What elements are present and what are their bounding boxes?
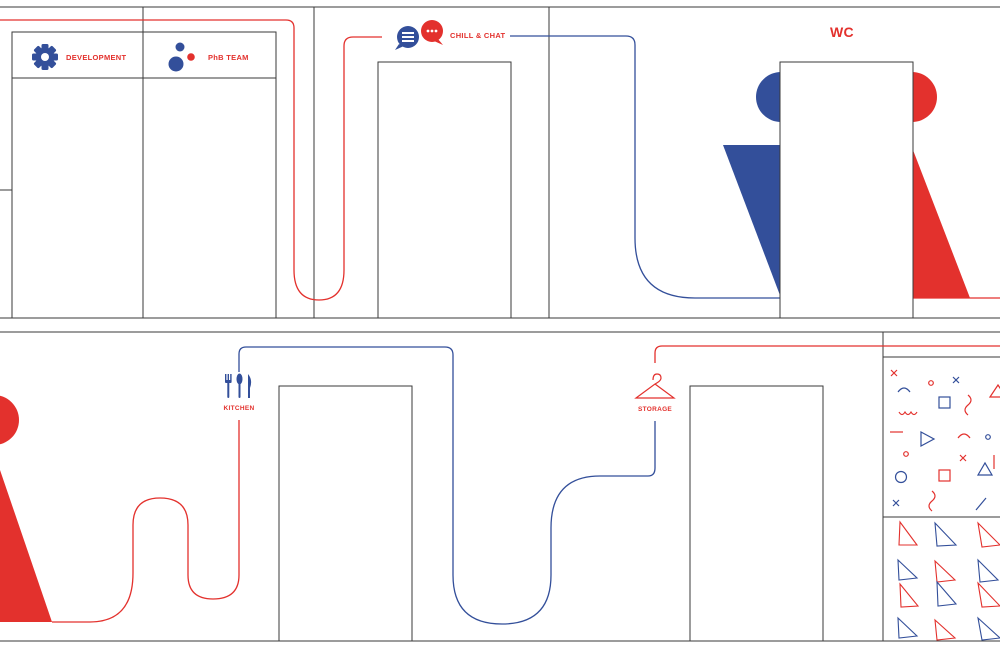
red-route-top (0, 19, 382, 301)
wc-label: WC (830, 24, 854, 40)
kitchen-label: KITCHEN (224, 405, 255, 412)
hanger-icon (634, 373, 676, 399)
chat-sign: CHILL & CHAT (395, 20, 506, 50)
gear-icon (32, 44, 58, 70)
team-sign: PhB TEAM (168, 42, 249, 72)
red-route-bottom (52, 420, 240, 623)
wc-sign: WC (723, 24, 970, 319)
red-route-storage (654, 345, 1000, 363)
door-development-team (11, 31, 277, 319)
restroom-figure-partial (0, 395, 52, 622)
kitchen-sign: KITCHEN (224, 373, 255, 412)
storage-label: STORAGE (638, 406, 672, 413)
cutlery-icon (225, 373, 252, 398)
team-label: PhB TEAM (208, 53, 249, 62)
team-icon (168, 42, 195, 72)
door-chill-chat (377, 61, 512, 319)
blue-route-top (510, 35, 783, 299)
development-label: DEVELOPMENT (66, 53, 127, 62)
door-wc (779, 61, 914, 319)
bottom-wall (0, 331, 1000, 642)
development-sign: DEVELOPMENT (32, 44, 127, 70)
chat-bubbles-icon (395, 20, 443, 50)
hanger-pattern (897, 520, 1000, 641)
storage-sign: STORAGE (634, 373, 676, 413)
blue-route-bottom (238, 346, 656, 625)
door-kitchen (278, 385, 413, 642)
shapes-pattern (890, 369, 1000, 512)
chat-label: CHILL & CHAT (450, 31, 506, 40)
door-storage (689, 385, 824, 642)
